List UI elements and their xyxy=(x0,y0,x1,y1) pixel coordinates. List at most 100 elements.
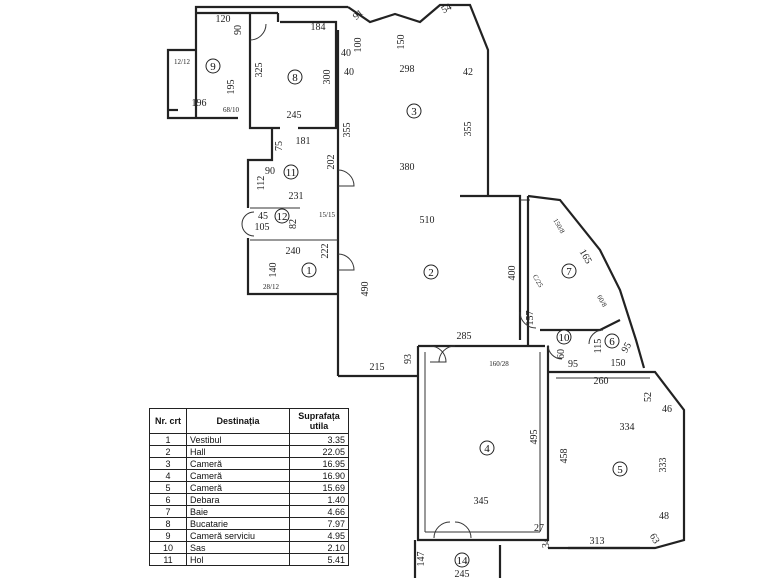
dimension-label: 510 xyxy=(420,215,435,226)
dimension-label: 42 xyxy=(463,67,473,78)
dimension-label: 196 xyxy=(192,98,207,109)
legend-header-area: Suprafața utila xyxy=(289,408,349,434)
legend-nr: 7 xyxy=(149,505,187,518)
dimension-label: 40 xyxy=(341,48,351,59)
legend-nr: 9 xyxy=(149,529,187,542)
opening-label: 60/8 xyxy=(595,294,608,309)
legend-area: 4.66 xyxy=(289,505,349,518)
dimension-label: 115 xyxy=(593,339,604,354)
opening-label: 150/8 xyxy=(551,217,566,235)
dimension-label: 300 xyxy=(322,70,333,85)
room-number-3: 3 xyxy=(406,103,422,119)
dimension-label: 27 xyxy=(534,523,544,534)
dimension-label: 313 xyxy=(590,536,605,547)
legend-nr: 6 xyxy=(149,493,187,506)
dimension-label: 260 xyxy=(594,376,609,387)
legend-nr: 5 xyxy=(149,481,187,494)
dimension-label: 345 xyxy=(474,496,489,507)
dimension-label: 181 xyxy=(296,136,311,147)
svg-text:8: 8 xyxy=(292,72,298,84)
legend-nr: 3 xyxy=(149,457,187,470)
dimension-label: 82 xyxy=(288,219,299,229)
dimension-label: 202 xyxy=(326,155,337,170)
dimension-label: 195 xyxy=(226,80,237,95)
dimension-label: 355 xyxy=(342,123,353,138)
dimension-label: 215 xyxy=(370,362,385,373)
svg-text:1: 1 xyxy=(306,265,312,277)
dimension-label: 355 xyxy=(463,122,474,137)
svg-text:12: 12 xyxy=(277,211,288,223)
legend-destination: Vestibul xyxy=(186,433,290,446)
dimension-label: 34 xyxy=(541,538,552,548)
room-number-7: 7 xyxy=(561,263,577,279)
svg-text:4: 4 xyxy=(484,443,490,455)
dimension-label: 150 xyxy=(611,358,626,369)
opening-label: 28/12 xyxy=(263,283,279,291)
legend-nr: 10 xyxy=(149,541,187,554)
dimension-label: 63 xyxy=(647,532,662,546)
svg-text:6: 6 xyxy=(609,336,615,348)
opening-label: 68/10 xyxy=(223,106,239,114)
dimension-label: 75 xyxy=(274,141,285,151)
dimension-label: 490 xyxy=(360,282,371,297)
dimension-label: 60 xyxy=(556,349,567,359)
legend-header-nr: Nr. crt xyxy=(149,408,187,434)
dimension-label: 45 xyxy=(258,211,268,222)
dimension-label: 298 xyxy=(400,64,415,75)
legend-header-destination: Destinația xyxy=(186,408,290,434)
dimension-label: 380 xyxy=(400,162,415,173)
dimension-label: 222 xyxy=(320,244,331,259)
svg-text:3: 3 xyxy=(411,106,417,118)
opening-label: 12/12 xyxy=(174,58,190,66)
legend-destination: Baie xyxy=(186,505,290,518)
dimension-label: 40 xyxy=(344,67,354,78)
dimension-label: 165 xyxy=(577,248,594,266)
dimension-label: 100 xyxy=(353,38,364,53)
dimension-label: 334 xyxy=(620,422,635,433)
dimension-label: 95 xyxy=(620,341,635,355)
opening-label: 160/28 xyxy=(489,360,509,368)
legend-destination: Cameră xyxy=(186,457,290,470)
dimension-label: 231 xyxy=(289,191,304,202)
legend-destination: Cameră xyxy=(186,481,290,494)
svg-text:5: 5 xyxy=(617,464,623,476)
dimension-label: 325 xyxy=(254,63,265,78)
legend-area: 7.97 xyxy=(289,517,349,530)
room-number-2: 2 xyxy=(423,264,439,280)
room-number-14: 14 xyxy=(454,552,470,568)
dimension-label: 285 xyxy=(457,331,472,342)
dimension-label: 46 xyxy=(662,404,672,415)
legend-area: 15.69 xyxy=(289,481,349,494)
legend-nr: 2 xyxy=(149,445,187,458)
legend-area: 1.40 xyxy=(289,493,349,506)
svg-text:9: 9 xyxy=(210,61,216,73)
legend-destination: Bucatarie xyxy=(186,517,290,530)
room-number-11: 11 xyxy=(283,164,299,180)
legend-destination: Hall xyxy=(186,445,290,458)
legend-area: 2.10 xyxy=(289,541,349,554)
legend-area: 16.95 xyxy=(289,457,349,470)
room-number-10: 10 xyxy=(556,329,572,345)
svg-text:2: 2 xyxy=(428,267,434,279)
dimension-label: 240 xyxy=(286,246,301,257)
dimension-label: 184 xyxy=(311,22,326,33)
room-number-9: 9 xyxy=(205,58,221,74)
legend-destination: Hol xyxy=(186,553,290,566)
legend-destination: Sas xyxy=(186,541,290,554)
room-number-8: 8 xyxy=(287,69,303,85)
room-number-5: 5 xyxy=(612,461,628,477)
svg-text:10: 10 xyxy=(559,332,571,344)
walls xyxy=(166,3,686,578)
room-number-4: 4 xyxy=(479,440,495,456)
